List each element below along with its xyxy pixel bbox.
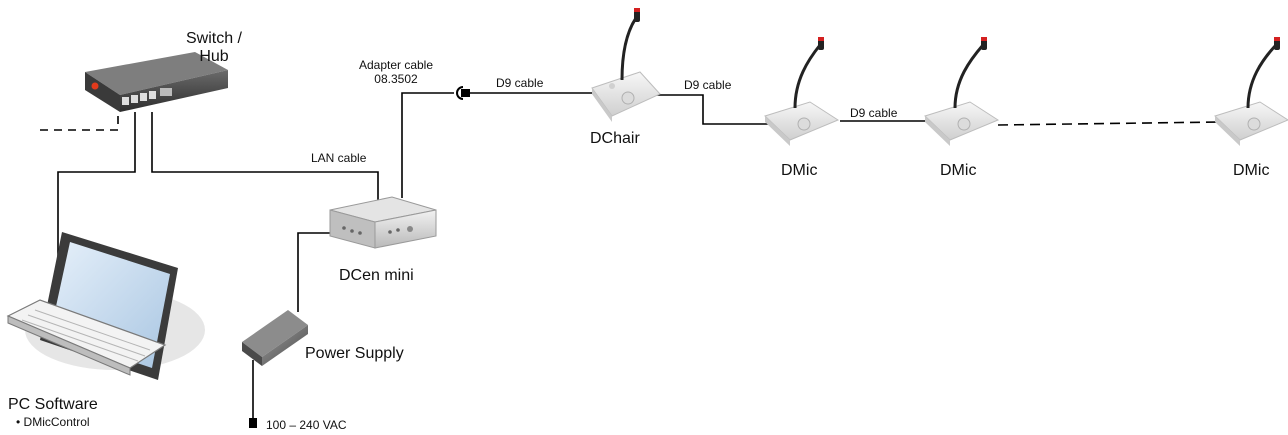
- adapter-cable: [401, 92, 454, 198]
- dmic-dashed-cable: [997, 121, 1221, 126]
- dmic-2-icon: [924, 37, 1000, 146]
- d9-cable-label-2: D9 cable: [684, 78, 732, 92]
- voltage-label: 100 – 240 VAC: [266, 418, 347, 432]
- d9-cable-label-1: D9 cable: [496, 76, 544, 90]
- power-cable: [297, 232, 330, 312]
- lan-cable: [151, 112, 379, 203]
- dmic-label-2: DMic: [940, 162, 977, 179]
- pc-software-item: • DMicControl: [16, 415, 90, 429]
- lan-cable-label: LAN cable: [311, 151, 367, 165]
- dmic-1-icon: [764, 37, 840, 146]
- dchair-label: DChair: [590, 130, 640, 147]
- adapter-connector-icon: [456, 86, 470, 100]
- dmic-label-1: DMic: [781, 162, 818, 179]
- dcen-mini-icon: [329, 196, 437, 249]
- dcen-mini-label: DCen mini: [339, 267, 414, 284]
- mains-plug-icon: [249, 418, 257, 428]
- switch-hub-icon: [85, 52, 228, 112]
- power-supply-label: Power Supply: [305, 345, 404, 362]
- laptop-lan-cable: [57, 112, 136, 290]
- pc-software-label: PC Software: [8, 396, 98, 413]
- cables: [40, 92, 1221, 418]
- adapter-cable-line1: Adapter cable: [358, 58, 434, 72]
- dmic-3-icon: [1214, 37, 1288, 146]
- switch-hub-line2: Hub: [199, 48, 229, 65]
- dmic-label-3: DMic: [1233, 162, 1270, 179]
- adapter-cable-label: Adapter cable 08.3502: [354, 58, 438, 86]
- switch-hub-label: Switch / Hub: [184, 30, 244, 66]
- switch-hub-line1: Switch /: [185, 30, 242, 47]
- laptop-icon: [6, 232, 205, 380]
- switch-dashed-cable: [40, 110, 119, 131]
- power-supply-icon: [242, 310, 308, 366]
- d9-cable-label-3: D9 cable: [850, 106, 898, 120]
- adapter-cable-line2: 08.3502: [374, 72, 418, 86]
- dchair-mic-icon: [591, 8, 661, 122]
- d9-cable-2: [655, 94, 772, 125]
